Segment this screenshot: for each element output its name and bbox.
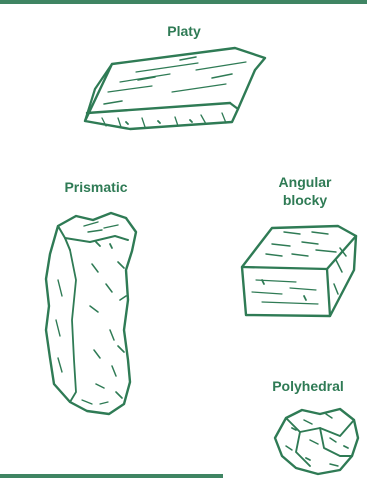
- angular-blocky-structure-icon: [242, 226, 356, 316]
- polyhedral-structure-icon: [275, 409, 358, 474]
- prismatic-structure-icon: [46, 213, 136, 414]
- platy-structure-icon: [85, 48, 265, 129]
